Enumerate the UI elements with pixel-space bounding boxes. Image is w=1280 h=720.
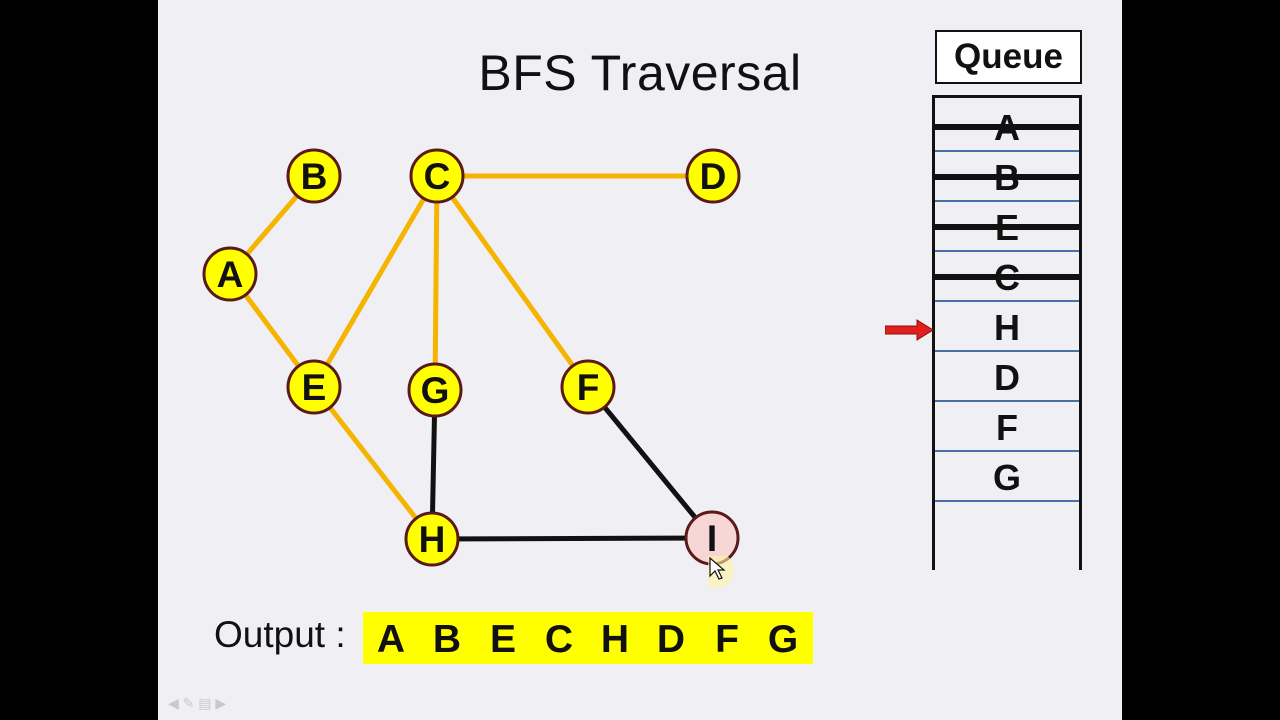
queue-pointer-arrow-icon	[885, 319, 934, 341]
graph-edges	[227, 173, 714, 542]
node-circle-E	[286, 359, 342, 415]
queue-top-edge	[932, 95, 1082, 98]
presentation-toolbar[interactable]: ◀ ✎ ▤ ▶	[168, 695, 226, 712]
node-F: F	[560, 359, 616, 415]
next-slide-icon[interactable]: ▶	[215, 695, 227, 711]
node-label-D: D	[700, 156, 727, 197]
node-H: H	[404, 511, 460, 567]
output-item-E: E	[489, 618, 516, 661]
node-label-G: G	[421, 370, 450, 411]
node-D: D	[685, 148, 741, 204]
dequeued-strike-B	[932, 174, 1082, 180]
node-circle-H	[404, 511, 460, 567]
prev-slide-icon[interactable]: ◀	[168, 695, 179, 711]
edge-H-I	[431, 535, 713, 542]
node-circle-B	[286, 148, 342, 204]
queue-left-wall	[932, 95, 935, 570]
node-A: A	[202, 246, 258, 302]
output-item-F: F	[715, 618, 739, 661]
queue-item-G: G	[935, 450, 1079, 502]
node-label-I: I	[707, 518, 717, 559]
output-item-H: H	[600, 618, 630, 661]
output-item-G: G	[767, 618, 799, 661]
edge-F-I	[586, 385, 714, 540]
node-label-F: F	[577, 367, 600, 408]
node-circle-D	[685, 148, 741, 204]
node-G: G	[407, 362, 463, 418]
queue-item-D: D	[935, 350, 1079, 402]
edge-C-F	[434, 174, 591, 389]
node-label-B: B	[301, 156, 328, 197]
edge-E-H	[312, 385, 434, 541]
queue-item-F: F	[935, 400, 1079, 452]
queue-right-wall	[1079, 95, 1082, 570]
output-item-A: A	[376, 618, 406, 661]
dequeued-strike-C	[932, 274, 1082, 280]
queue-item-H: H	[935, 300, 1079, 352]
node-circle-A	[202, 246, 258, 302]
node-label-A: A	[217, 254, 244, 295]
mouse-pointer-icon	[708, 556, 734, 588]
node-label-H: H	[419, 519, 446, 560]
node-label-C: C	[424, 156, 451, 197]
output-item-B: B	[432, 618, 462, 661]
edge-C-E	[311, 174, 440, 389]
output-item-C: C	[544, 618, 574, 661]
output-item-D: D	[656, 618, 686, 661]
node-E: E	[286, 359, 342, 415]
node-C: C	[409, 148, 465, 204]
node-label-E: E	[302, 367, 327, 408]
queue-header: Queue	[935, 30, 1082, 84]
output-label: Output :	[214, 614, 346, 655]
slide-title: BFS Traversal	[478, 45, 802, 101]
pen-icon[interactable]: ✎	[182, 695, 195, 711]
node-circle-F	[560, 359, 616, 415]
node-B: B	[286, 148, 342, 204]
edge-C-G	[432, 175, 440, 391]
dequeued-strike-E	[932, 224, 1082, 230]
slides-menu-icon[interactable]: ▤	[198, 695, 212, 711]
graph-nodes: A B C D E G F H I	[202, 148, 741, 567]
node-circle-C	[409, 148, 465, 204]
dequeued-strike-A	[932, 124, 1082, 130]
node-circle-G	[407, 362, 463, 418]
